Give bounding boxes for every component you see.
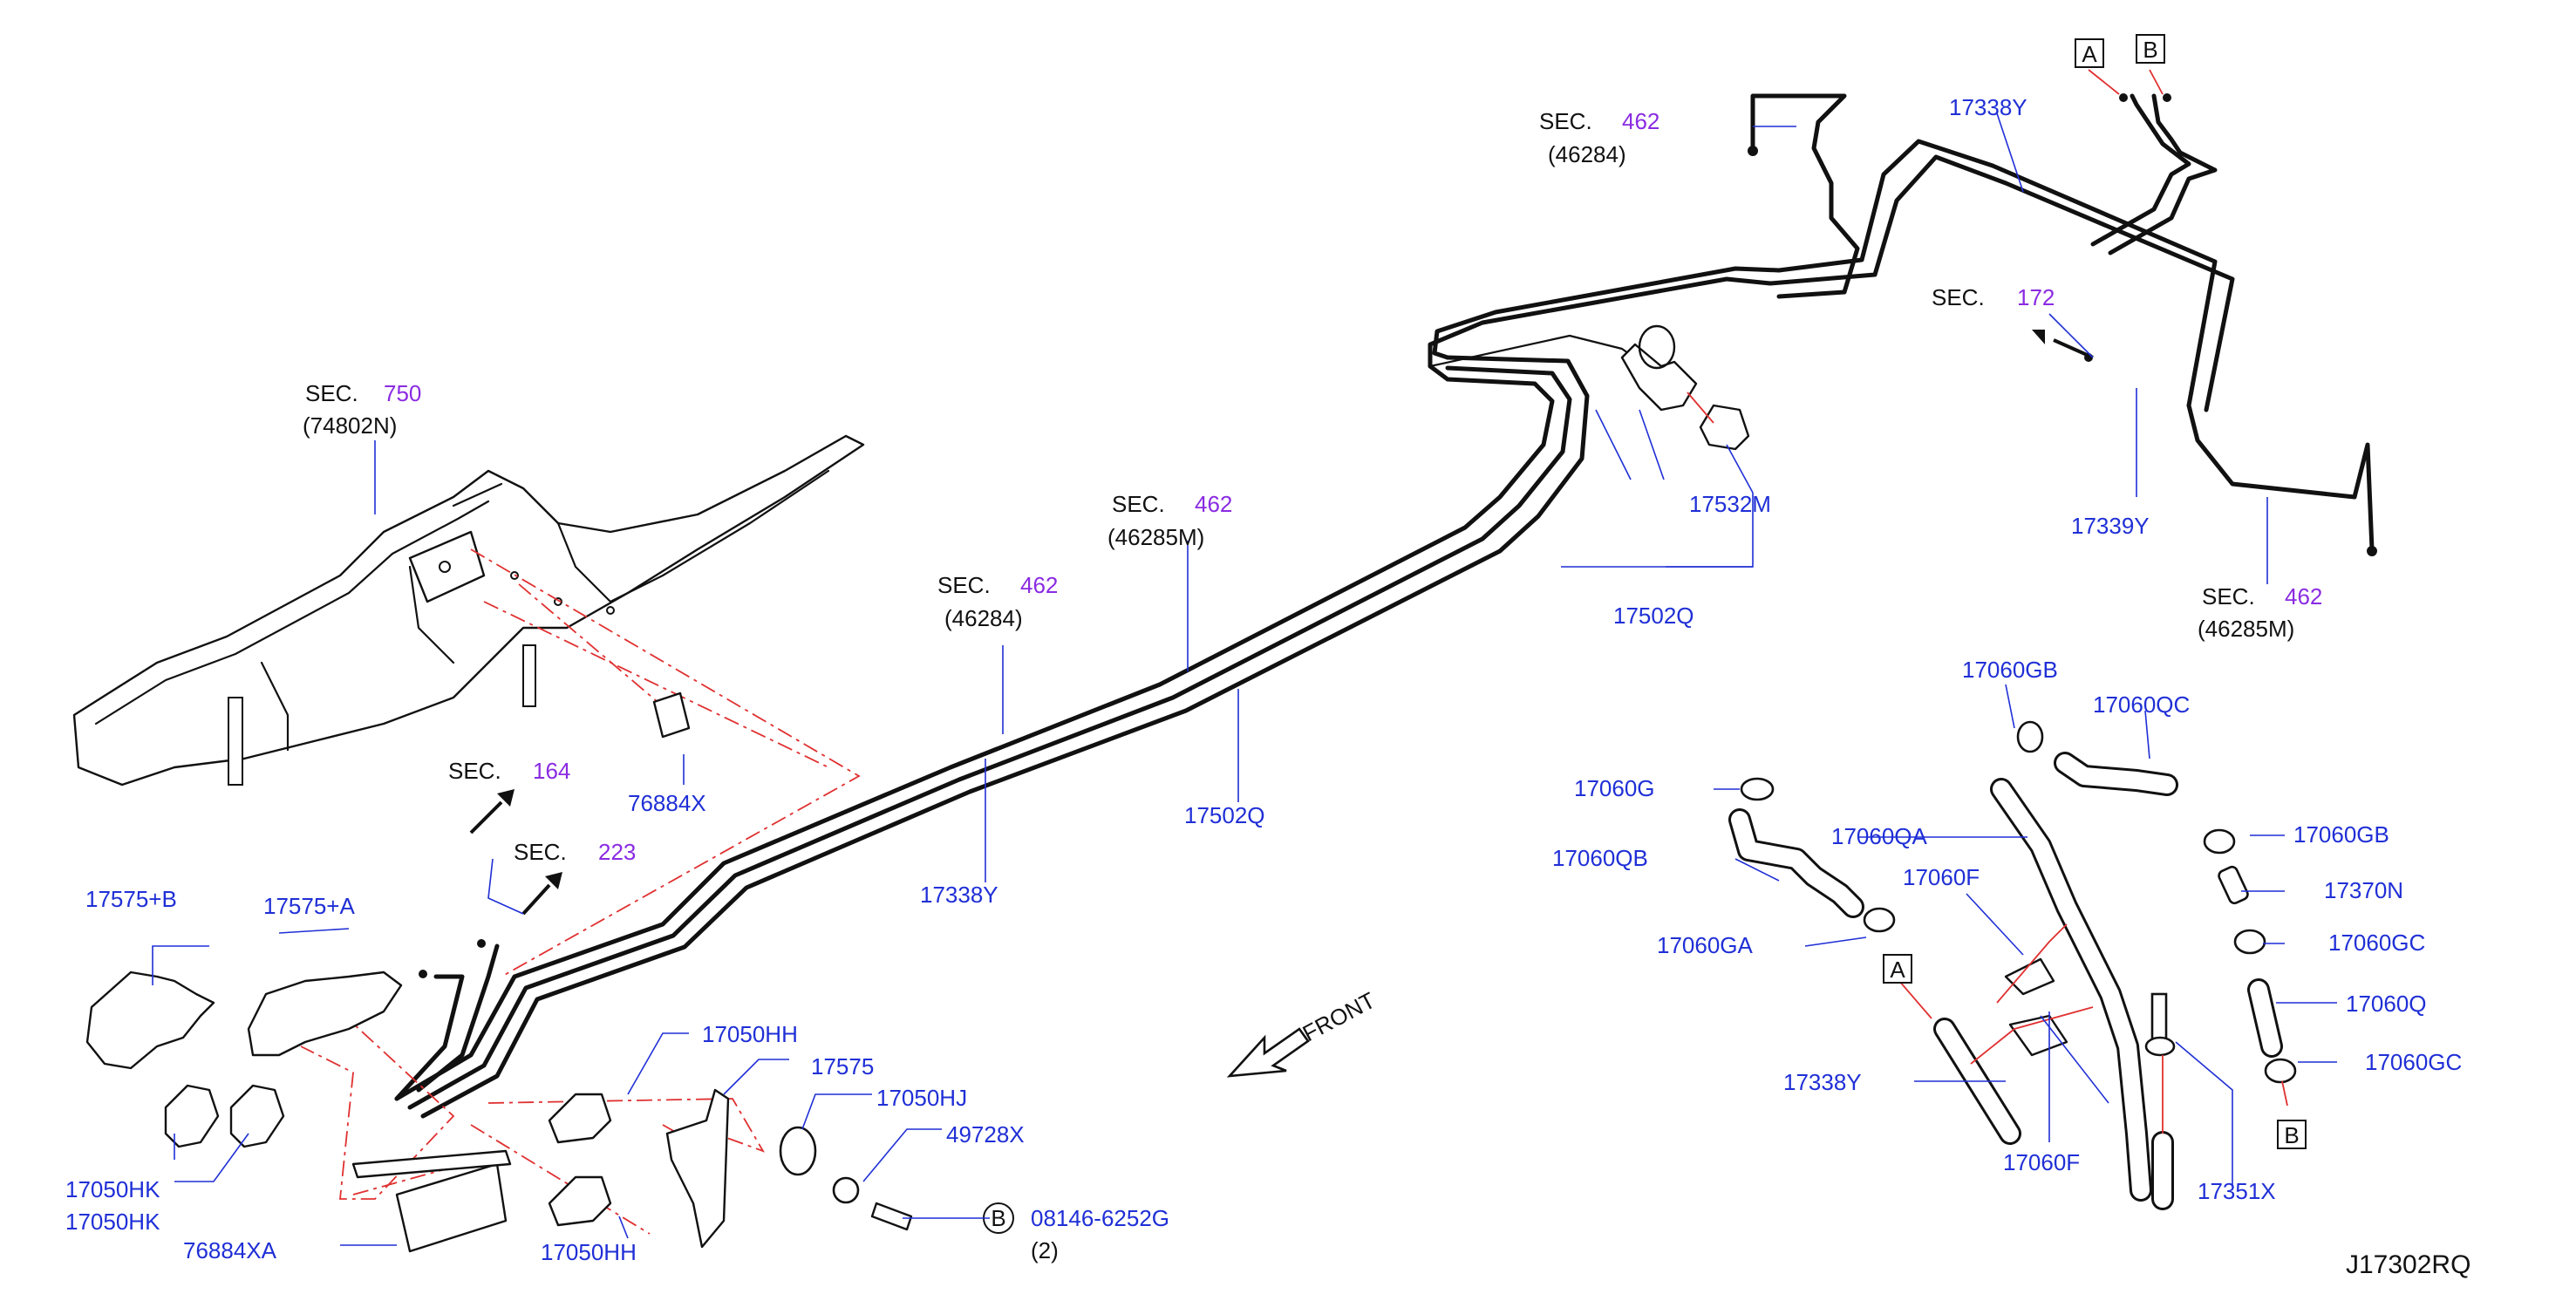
ref-box-a-top: A xyxy=(2075,38,2104,68)
sec-462-46285m-mid-prefix: SEC. xyxy=(1112,491,1165,517)
hose-assembly-right xyxy=(1728,69,2297,1210)
vacuum-valve-17351x xyxy=(2144,992,2176,1134)
part-label-17338y-mid: 17338Y xyxy=(920,882,998,908)
part-label-17060gc-2: 17060GC xyxy=(2365,1049,2462,1075)
sec-462-46284-mid-prefix: SEC. xyxy=(937,572,991,598)
part-label-17060gb-right: 17060GB xyxy=(2293,821,2389,848)
part-label-17060f-bottom: 17060F xyxy=(2003,1149,2080,1175)
sec-462-46285m-right-sub: (46285M) xyxy=(2198,616,2294,642)
part-label-76884x: 76884X xyxy=(628,790,706,816)
quick-connector-17532m xyxy=(1620,324,1750,451)
part-label-17351x: 17351X xyxy=(2198,1178,2276,1204)
line-end-markers xyxy=(419,93,2377,978)
section-labels: SEC. 750 (74802N) SEC. 164 SEC. 223 SEC.… xyxy=(303,108,2322,865)
hose-clamp xyxy=(1740,720,2297,1084)
sec-223-num: 223 xyxy=(598,839,636,865)
part-label-17575: 17575 xyxy=(811,1053,874,1079)
ref-box-b-bottom: B xyxy=(2277,1120,2307,1149)
sec-223-prefix: SEC. xyxy=(514,839,567,865)
sec-750-prefix: SEC. xyxy=(305,380,358,406)
sec-164-prefix: SEC. xyxy=(448,758,501,784)
svg-text:B: B xyxy=(2143,37,2157,63)
part-label-17050hh-top: 17050HH xyxy=(702,1021,798,1047)
part-label-17060qc: 17060QC xyxy=(2093,691,2190,718)
part-label-76884xa: 76884XA xyxy=(183,1237,277,1263)
part-label-17502q-right: 17502Q xyxy=(1613,603,1694,629)
sec-750-num: 750 xyxy=(384,380,421,406)
part-label-17060gb-top: 17060GB xyxy=(1962,657,2058,683)
sec-172-num: 172 xyxy=(2017,284,2055,310)
sec-462-46285m-right-prefix: SEC. xyxy=(2202,583,2255,610)
ref-circle-b-bolt: B xyxy=(983,1202,1014,1234)
sec-462-46284-top-prefix: SEC. xyxy=(1539,108,1592,134)
sec-462-46285m-right-num: 462 xyxy=(2285,583,2322,610)
ref-box-a-bottom: A xyxy=(1883,954,1912,984)
part-label-17050hj: 17050HJ xyxy=(876,1085,967,1111)
part-label-17060gc-1: 17060GC xyxy=(2328,930,2425,956)
main-fuel-pipe-bundle xyxy=(394,93,2375,1119)
sec-750-sub: (74802N) xyxy=(303,412,397,439)
part-label-08146-qty: (2) xyxy=(1031,1237,1059,1263)
part-number-labels: 17338Y 17532M 17502Q 17339Y 17502Q 17338… xyxy=(65,94,2462,1265)
sec-462-46284-top-num: 462 xyxy=(1622,108,1659,134)
frame-plate-76884x xyxy=(652,691,691,739)
leader-lines xyxy=(152,112,2337,1246)
front-direction-arrow xyxy=(1226,1027,1310,1078)
part-label-17502q-mid: 17502Q xyxy=(1184,802,1265,828)
sec-462-46284-mid-num: 462 xyxy=(1020,572,1058,598)
part-label-17575-plus-b: 17575+B xyxy=(85,886,177,912)
sec-462-46285m-mid-num: 462 xyxy=(1195,491,1232,517)
part-label-17338y-top: 17338Y xyxy=(1949,94,2027,120)
part-label-17338y-right: 17338Y xyxy=(1783,1069,1862,1095)
dashed-guide-lines xyxy=(300,548,861,1235)
part-label-17339y: 17339Y xyxy=(2071,513,2150,539)
svg-text:B: B xyxy=(991,1205,1005,1231)
sec-462-46285m-mid-sub: (46285M) xyxy=(1107,524,1204,550)
check-valve-17370n xyxy=(2218,865,2249,905)
part-label-17050hk-1: 17050HK xyxy=(65,1176,160,1202)
part-label-17050hh-bottom: 17050HH xyxy=(541,1239,637,1265)
sec-172-prefix: SEC. xyxy=(1932,284,1985,310)
part-label-17370n: 17370N xyxy=(2324,877,2403,903)
part-label-17060f-top: 17060F xyxy=(1903,864,1980,890)
part-label-17050hk-2: 17050HK xyxy=(65,1209,160,1235)
part-label-17060qa: 17060QA xyxy=(1831,823,1928,849)
part-label-17532m: 17532M xyxy=(1689,491,1771,517)
direction-arrows xyxy=(469,330,2094,916)
svg-text:A: A xyxy=(1890,957,1905,983)
svg-text:A: A xyxy=(2082,41,2097,67)
sec-164-num: 164 xyxy=(533,758,570,784)
part-label-17060q: 17060Q xyxy=(2346,991,2427,1017)
frame-rail-assembly xyxy=(72,434,865,787)
part-label-17060g: 17060G xyxy=(1574,775,1655,801)
diagram-code: J17302RQ xyxy=(2346,1250,2470,1279)
part-label-49728x: 49728X xyxy=(946,1121,1025,1148)
sec-462-46284-top-sub: (46284) xyxy=(1548,141,1626,167)
ref-box-b-top: B xyxy=(2136,34,2165,64)
left-brackets xyxy=(85,970,913,1253)
part-label-17060qb: 17060QB xyxy=(1552,845,1648,871)
sec-462-46284-mid-sub: (46284) xyxy=(944,605,1023,631)
front-label: FRONT xyxy=(1298,987,1380,1047)
part-label-17575-plus-a: 17575+A xyxy=(263,893,355,919)
svg-text:B: B xyxy=(2284,1122,2299,1148)
hose-clips-17060f xyxy=(1970,923,2094,1065)
part-label-08146-6252g: 08146-6252G xyxy=(1031,1205,1169,1231)
part-label-17060ga: 17060GA xyxy=(1657,932,1754,958)
